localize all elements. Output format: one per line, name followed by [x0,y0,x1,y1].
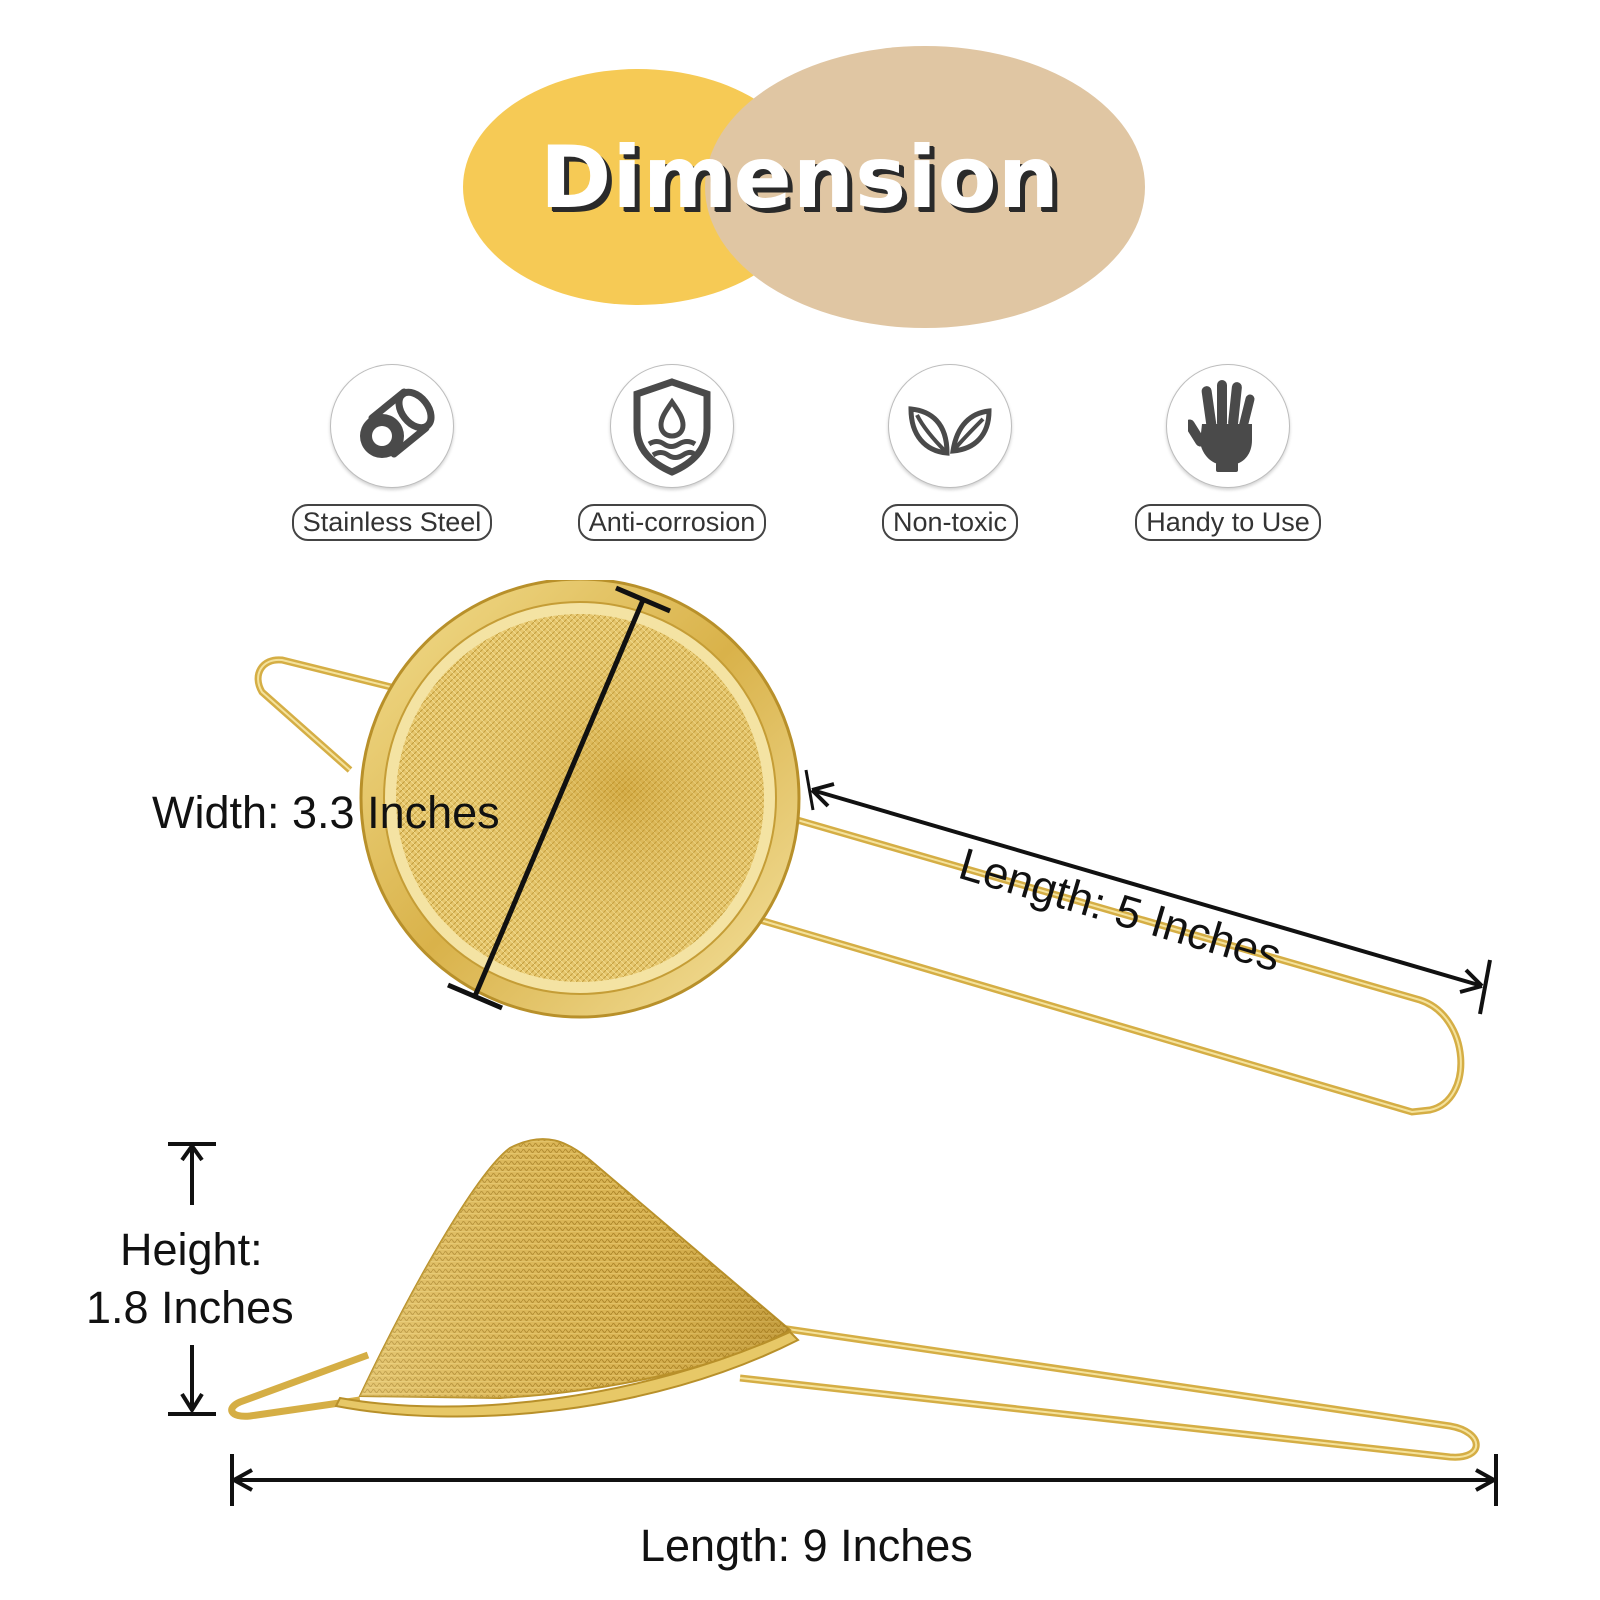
feature-label: Non-toxic [881,504,1019,541]
title-background [463,46,1145,328]
strainer-top-view [254,580,1492,1116]
steel-pipe-icon [330,364,454,488]
feature-handy-to-use: Handy to Use [1078,364,1378,541]
feature-non-toxic: Non-toxic [800,364,1100,541]
glove-hand-icon [1166,364,1290,488]
strainer-side-view [168,1138,1499,1506]
shield-water-icon [610,364,734,488]
total-length-label: Length: 9 Inches [640,1520,973,1571]
feature-anti-corrosion: Anti-corrosion [522,364,822,541]
page-title: Dimension [539,128,1060,228]
leaves-icon [888,364,1012,488]
height-label-line2: 1.8 Inches [86,1282,294,1333]
feature-label: Anti-corrosion [577,504,767,541]
beige-ellipse [705,46,1145,328]
width-label: Width: 3.3 Inches [152,787,500,838]
feature-stainless-steel: Stainless Steel [242,364,542,541]
feature-label: Handy to Use [1135,504,1321,541]
feature-label: Stainless Steel [291,504,493,541]
height-label-line1: Height: [120,1224,263,1275]
